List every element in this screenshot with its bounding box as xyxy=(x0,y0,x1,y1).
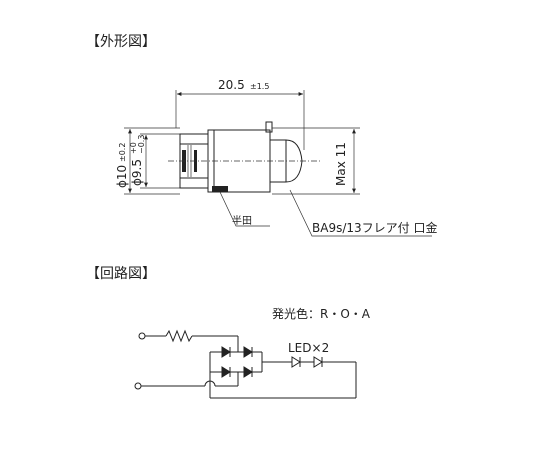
height-dim-value: Max 11 xyxy=(334,142,348,186)
bridge-diode-3 xyxy=(221,366,231,378)
bridge-diode-2 xyxy=(243,346,253,358)
height-dimension: Max 11 xyxy=(272,127,360,195)
bridge-rectifier xyxy=(209,346,263,378)
solder-label: 半田 xyxy=(232,214,252,227)
length-dim-value: 20.5 xyxy=(218,78,245,92)
circuit-heading: 【回路図】 xyxy=(86,266,156,282)
bulb-body xyxy=(168,121,320,193)
dia1-value: ϕ10 xyxy=(115,165,129,188)
callout-leaders: 半田 BA9s/13フレア付 口金 xyxy=(219,189,437,237)
resistor-branch xyxy=(138,329,239,352)
bridge-diode-4 xyxy=(243,366,253,378)
length-dimension: 20.5 ±1.5 xyxy=(175,78,305,150)
dia2-tol-lower: −0.3 xyxy=(137,135,146,154)
bridge-diode-1 xyxy=(221,346,231,358)
dia2-tol-upper: +0 xyxy=(129,142,138,154)
led-string xyxy=(209,356,357,399)
color-label: 発光色：R・O・A xyxy=(272,307,371,321)
led-1 xyxy=(291,356,301,368)
dia2-value: ϕ9.5 xyxy=(130,159,144,186)
resistor xyxy=(165,329,193,343)
length-dim-tol: ±1.5 xyxy=(250,82,269,91)
led-2 xyxy=(313,356,323,368)
led-label: LED×2 xyxy=(288,341,329,355)
diameter-dimensions: ϕ10 ±0.2 ϕ9.5 +0 −0.3 xyxy=(115,127,180,195)
outline-heading: 【外形図】 xyxy=(86,34,156,50)
outline-drawing: 【外形図】 20.5 ±1.5 ϕ10 ±0.2 ϕ9.5 +0 −0. xyxy=(86,34,437,237)
terminal-bottom xyxy=(134,382,142,390)
terminal-top xyxy=(138,332,146,340)
base-label: BA9s/13フレア付 口金 xyxy=(312,220,437,235)
circuit-diagram: 【回路図】 発光色：R・O・A LED×2 xyxy=(86,266,371,399)
dia1-tol: ±0.2 xyxy=(118,143,127,162)
